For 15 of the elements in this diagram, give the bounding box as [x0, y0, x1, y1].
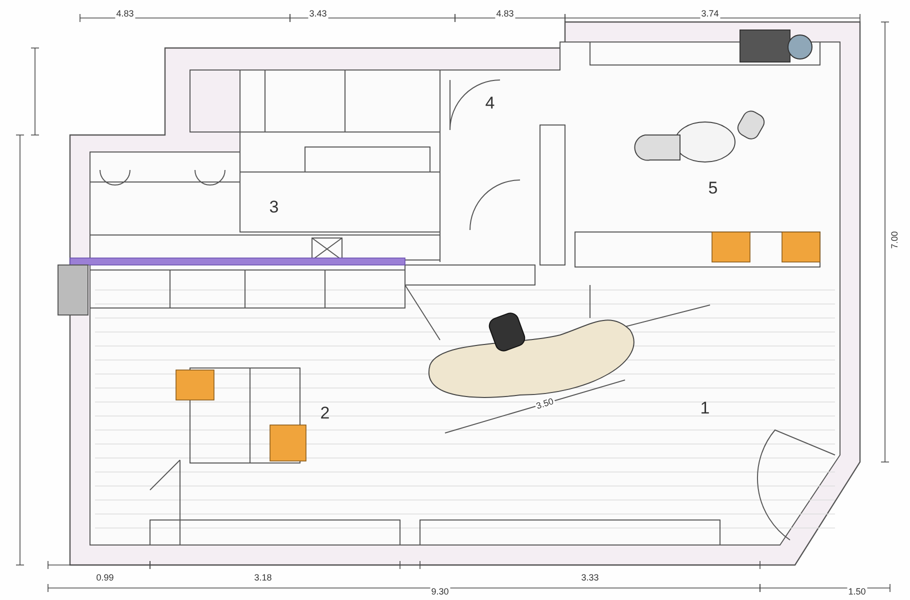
dimension-label: 4.83: [115, 10, 135, 18]
dimension-label: 1.50: [847, 588, 867, 596]
dimension-label: 3.33: [580, 574, 600, 582]
dimension-label: 4.83: [495, 10, 515, 18]
room-number: 2: [319, 404, 331, 422]
dimension-label: 7.00: [890, 230, 900, 250]
room-number: 3: [268, 198, 280, 216]
dimension-label: 0.99: [95, 574, 115, 582]
dimension-label: 3.74: [700, 10, 720, 18]
room-number: 5: [707, 180, 719, 196]
dimension-label: 3.43: [308, 10, 328, 18]
dimension-label: 9.30: [430, 588, 450, 596]
dimension-label: 3.18: [253, 574, 273, 582]
room-number: 1: [699, 400, 711, 416]
room-number: 4: [484, 94, 496, 112]
